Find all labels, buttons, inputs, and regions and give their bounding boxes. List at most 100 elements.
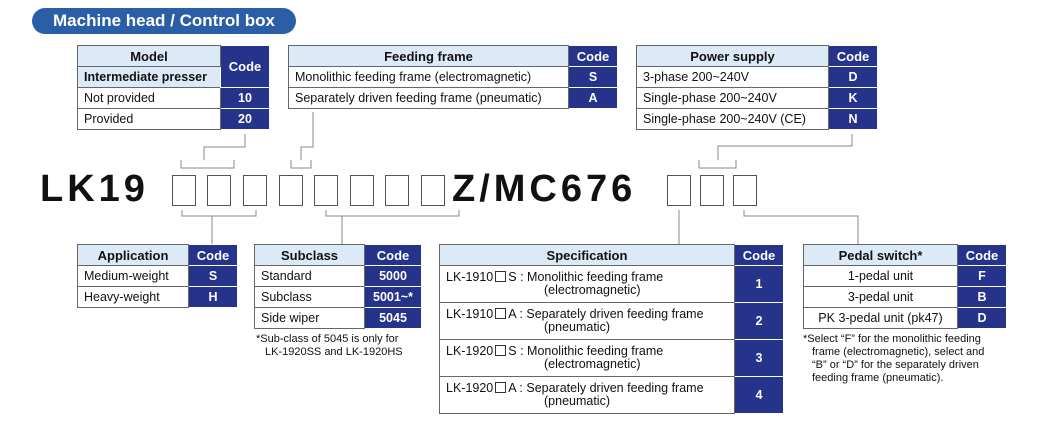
code-box-model-1: [172, 175, 196, 206]
spec-suffix: A: [508, 307, 516, 321]
model-row-label: Not provided: [77, 87, 221, 109]
application-header: Application: [77, 244, 189, 266]
code-box-application: [243, 175, 267, 206]
model-row-code: 20: [220, 108, 270, 130]
subclass-row-code: 5000: [364, 265, 422, 287]
subclass-row-label: Side wiper: [254, 307, 365, 329]
code-box-pedal-switch: [733, 175, 757, 206]
application-row-code: S: [188, 265, 238, 287]
model-middle: Z/MC676: [452, 168, 637, 210]
subclass-header: Subclass: [254, 244, 365, 266]
code-box-model-2: [207, 175, 231, 206]
specification-row-code: 1: [734, 265, 784, 303]
specification-row: LK-1910 S : Monolithic feeding frame (ele…: [439, 265, 735, 303]
spec-desc-1: : Monolithic feeding frame: [520, 270, 664, 284]
feeding-frame-row-code: A: [568, 87, 618, 109]
spec-model: LK-1910: [446, 270, 494, 284]
code-box-power-supply: [700, 175, 724, 206]
specification-code-header: Code: [734, 244, 784, 266]
spec-desc-1: : Separately driven feeding frame: [519, 307, 704, 321]
code-box-feeding-frame: [279, 175, 303, 206]
spec-model: LK-1910: [446, 307, 494, 321]
feeding-frame-row-label: Separately driven feeding frame (pneumat…: [288, 87, 569, 109]
feeding-frame-header: Feeding frame: [288, 45, 569, 67]
power-supply-row-label: 3-phase 200~240V: [636, 66, 829, 88]
spec-model: LK-1920: [446, 381, 494, 395]
feeding-frame-code-header: Code: [568, 45, 618, 67]
subclass-note-line: *Sub-class of 5045 is only for: [256, 333, 399, 345]
application-code-header: Code: [188, 244, 238, 266]
subclass-note: *Sub-class of 5045 is only for LK-1920SS…: [256, 333, 426, 359]
pedal-switch-row-code: B: [957, 286, 1007, 308]
spec-desc-1: : Separately driven feeding frame: [519, 381, 704, 395]
spec-desc-2: (pneumatic): [544, 394, 610, 408]
pedal-switch-row-label: 3-pedal unit: [803, 286, 958, 308]
specification-row-code: 4: [734, 376, 784, 414]
subclass-row-label: Standard: [254, 265, 365, 287]
pedal-switch-note-line: frame (electromagnetic), select and: [812, 346, 985, 358]
blank-box-icon: [495, 308, 507, 319]
pedal-switch-code-header: Code: [957, 244, 1007, 266]
pedal-switch-row-code: D: [957, 307, 1007, 329]
code-box-subclass-2: [350, 175, 374, 206]
subclass-code-header: Code: [364, 244, 422, 266]
spec-desc-2: (electromagnetic): [544, 283, 641, 297]
specification-row: LK-1920 S : Monolithic feeding frame (ele…: [439, 339, 735, 377]
model-header: Model: [77, 45, 221, 67]
application-row-label: Medium-weight: [77, 265, 189, 287]
specification-header: Specification: [439, 244, 735, 266]
subclass-note-line: LK-1920SS and LK-1920HS: [265, 346, 403, 358]
subclass-row-code: 5045: [364, 307, 422, 329]
spec-desc-2: (pneumatic): [544, 320, 610, 334]
model-row-code: 10: [220, 87, 270, 109]
feeding-frame-row-label: Monolithic feeding frame (electromagneti…: [288, 66, 569, 88]
power-supply-header: Power supply: [636, 45, 829, 67]
pedal-switch-row-label: 1-pedal unit: [803, 265, 958, 287]
section-title: Machine head / Control box: [32, 8, 296, 34]
subclass-row-code: 5001~*: [364, 286, 422, 308]
pedal-switch-header: Pedal switch*: [803, 244, 958, 266]
pedal-switch-note-line: “B” or “D” for the separately driven: [812, 359, 979, 371]
specification-row-code: 3: [734, 339, 784, 377]
spec-desc-2: (electromagnetic): [544, 357, 641, 371]
code-box-subclass-4: [421, 175, 445, 206]
model-code-header: Code: [220, 45, 270, 88]
model-row-label: Provided: [77, 108, 221, 130]
blank-box-icon: [495, 345, 507, 356]
model-prefix: LK19: [40, 168, 149, 210]
model-table: Model Code Intermediate presser Not prov…: [77, 45, 270, 130]
specification-row: LK-1920 A : Separately driven feeding fra…: [439, 376, 735, 414]
subclass-row-label: Subclass: [254, 286, 365, 308]
pedal-switch-note: *Select “F” for the monolithic feeding f…: [803, 333, 1018, 385]
spec-suffix: A: [508, 381, 516, 395]
power-supply-row-label: Single-phase 200~240V (CE): [636, 108, 829, 130]
code-box-specification: [667, 175, 691, 206]
spec-suffix: S: [508, 344, 517, 358]
pedal-switch-row-code: F: [957, 265, 1007, 287]
application-row-code: H: [188, 286, 238, 308]
power-supply-row-code: N: [828, 108, 878, 130]
model-subheader: Intermediate presser: [77, 66, 221, 88]
spec-desc-1: : Monolithic feeding frame: [520, 344, 664, 358]
spec-suffix: S: [508, 270, 517, 284]
power-supply-row-code: D: [828, 66, 878, 88]
power-supply-row-label: Single-phase 200~240V: [636, 87, 829, 109]
feeding-frame-row-code: S: [568, 66, 618, 88]
application-row-label: Heavy-weight: [77, 286, 189, 308]
pedal-switch-note-line: *Select “F” for the monolithic feeding: [803, 333, 981, 345]
code-box-subclass-1: [314, 175, 338, 206]
pedal-switch-row-label: PK 3-pedal unit (pk47): [803, 307, 958, 329]
specification-row: LK-1910 A : Separately driven feeding fra…: [439, 302, 735, 340]
blank-box-icon: [495, 382, 507, 393]
spec-model: LK-1920: [446, 344, 494, 358]
blank-box-icon: [495, 271, 507, 282]
specification-row-code: 2: [734, 302, 784, 340]
power-supply-row-code: K: [828, 87, 878, 109]
